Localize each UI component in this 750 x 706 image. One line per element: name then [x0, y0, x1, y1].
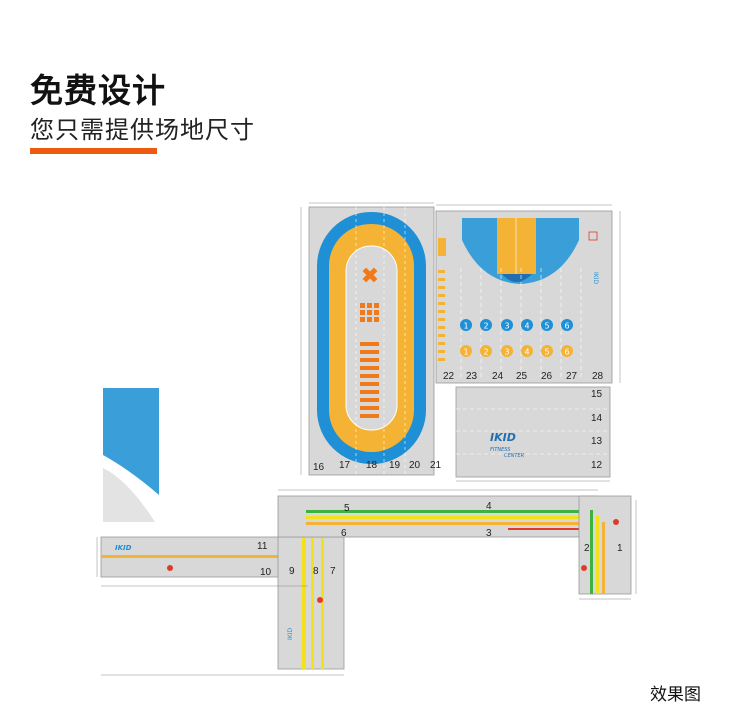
texture-swatch	[103, 388, 159, 522]
circle-label: 6	[564, 322, 569, 331]
ladder-marker	[360, 342, 379, 418]
corridor-logo: IKID	[115, 544, 132, 552]
fitness-logo-line1: FITNESS	[490, 447, 511, 453]
accent-underline	[30, 148, 157, 154]
court-logo-text: IKID	[592, 272, 599, 284]
grid-marker	[360, 303, 379, 322]
court-room: IKID 1 2 3 4 5 6	[435, 210, 613, 384]
circle-label: 5	[544, 348, 549, 357]
circle-label: 6	[564, 348, 569, 357]
zone-28: 28	[592, 371, 604, 382]
zone-13: 13	[591, 436, 603, 447]
zone-5: 5	[344, 503, 350, 514]
blue-number-circles: 1 2 3 4 5 6	[460, 319, 573, 331]
zone-10: 10	[260, 567, 272, 578]
zone-27: 27	[566, 371, 578, 382]
page-subtitle: 您只需提供场地尺寸	[30, 116, 255, 144]
zone-12: 12	[591, 460, 603, 471]
circle-label: 4	[524, 348, 529, 357]
zone-16: 16	[313, 462, 325, 473]
zone-19: 19	[389, 460, 401, 471]
zone-7: 7	[330, 566, 336, 577]
fitness-logo-brand: IKID	[490, 431, 516, 444]
circle-label: 4	[524, 322, 529, 331]
zone-20: 20	[409, 460, 421, 471]
circle-label: 2	[483, 348, 488, 357]
zone-2: 2	[584, 543, 590, 554]
zone-15: 15	[591, 389, 603, 400]
cross-marker	[362, 267, 378, 283]
zone-11: 11	[257, 541, 268, 552]
fitness-logo-line2: CENTER	[504, 453, 524, 459]
zone-24: 24	[492, 371, 504, 382]
zone-14: 14	[591, 413, 603, 424]
zone-22: 22	[443, 371, 455, 382]
zone-6: 6	[341, 528, 347, 539]
zone-9: 9	[289, 566, 295, 577]
effect-caption: 效果图	[650, 685, 701, 705]
zone-8: 8	[313, 566, 319, 577]
circle-label: 3	[504, 348, 509, 357]
zone-3: 3	[486, 528, 492, 539]
fitness-room: IKID FITNESS CENTER 15 14 13 12	[455, 386, 611, 478]
vertical-logo: IKID	[287, 628, 294, 640]
zone-17: 17	[339, 460, 351, 471]
zone-18: 18	[366, 460, 378, 471]
dimension-lines	[96, 202, 637, 676]
zone-25: 25	[516, 371, 528, 382]
circle-label: 1	[463, 348, 468, 357]
zone-1: 1	[617, 543, 623, 554]
zone-26: 26	[541, 371, 553, 382]
corridor: IKID IKID 5 4 6 3 2 1 11 10 9 8 7	[100, 495, 632, 670]
circle-label: 5	[544, 322, 549, 331]
orange-number-circles: 1 2 3 4 5 6	[460, 345, 573, 357]
circle-label: 2	[483, 322, 488, 331]
zone-21: 21	[430, 460, 442, 471]
zone-4: 4	[486, 501, 492, 512]
circle-label: 1	[463, 322, 468, 331]
zone-23: 23	[466, 371, 478, 382]
circle-label: 3	[504, 322, 509, 331]
track-room: 16 17 18 19 20 21	[308, 206, 442, 476]
page-title: 免费设计	[30, 71, 166, 110]
